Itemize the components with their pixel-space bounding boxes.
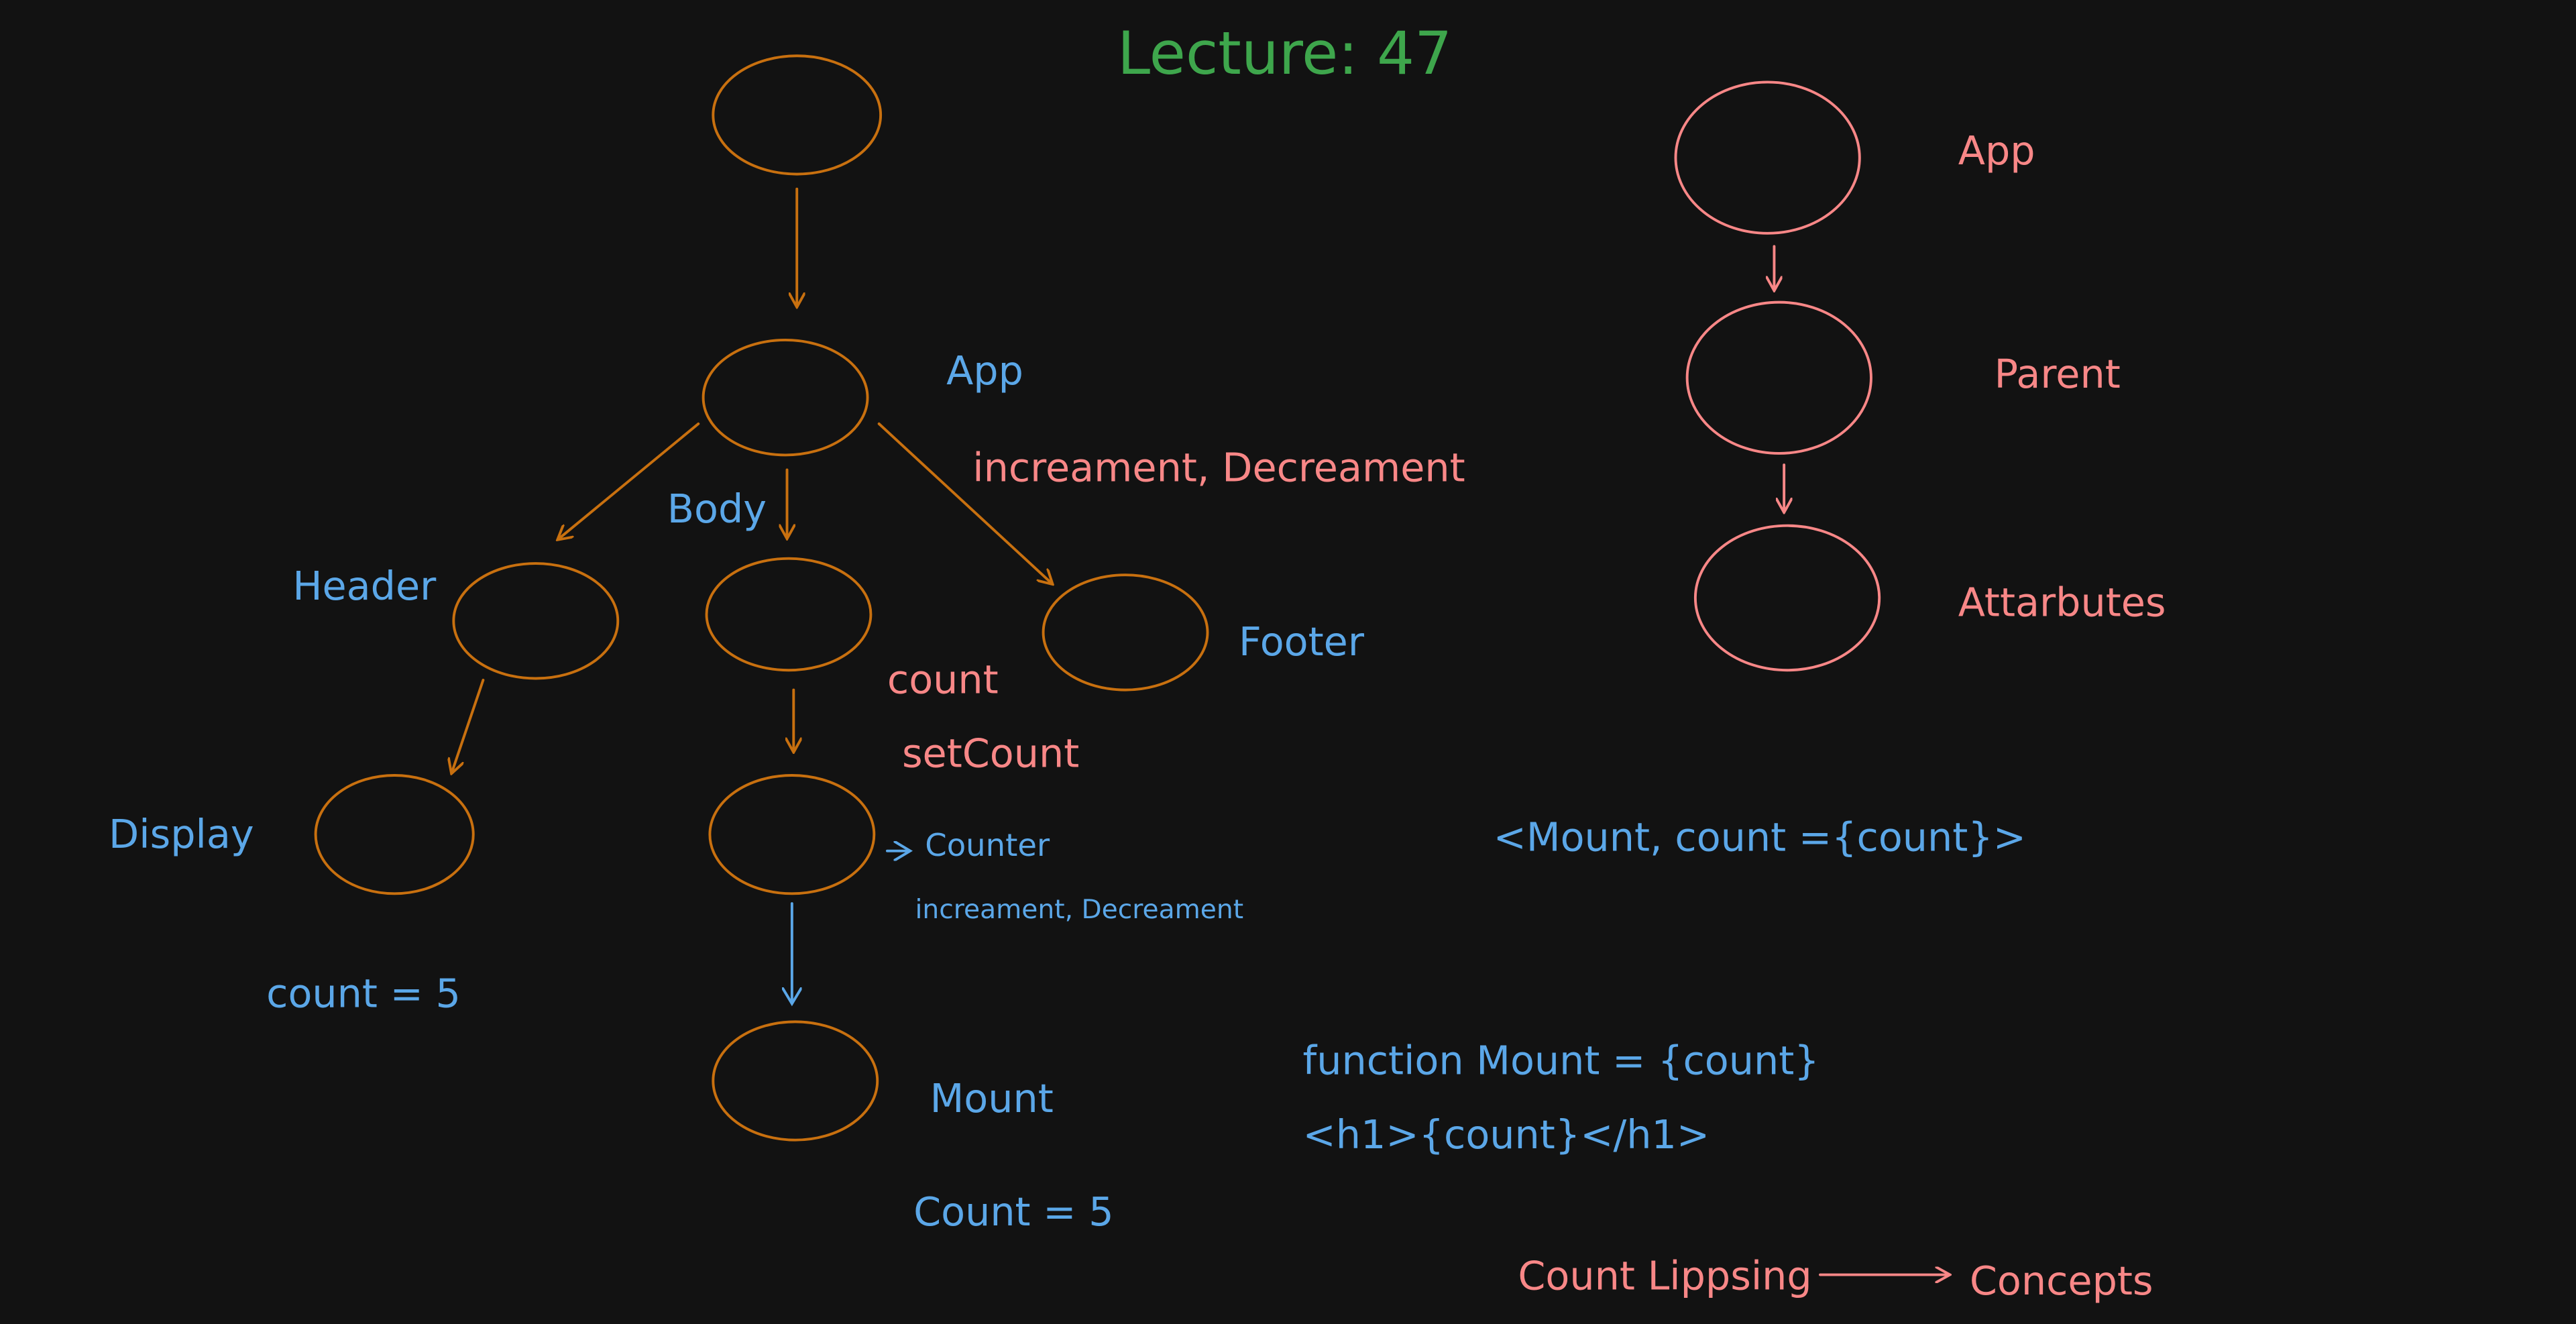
label-app: App xyxy=(946,347,1023,394)
footer-node xyxy=(1042,573,1209,692)
chain-parent-node xyxy=(1685,300,1872,455)
label-mount: Mount xyxy=(930,1075,1054,1121)
label-counter-props: increament, Decreament xyxy=(915,895,1244,925)
chain-label-attributes: Attarbutes xyxy=(1958,579,2166,625)
label-mount-value: Count = 5 xyxy=(913,1189,1114,1235)
chain-label-parent: Parent xyxy=(1995,351,2121,397)
note-concepts: Concepts xyxy=(1970,1258,2153,1304)
app-node xyxy=(702,339,869,457)
root-node xyxy=(712,54,883,176)
chain-app-node xyxy=(1674,80,1861,235)
code-jsx-line: <h1>{count}</h1> xyxy=(1303,1111,1710,1158)
label-count-state: count xyxy=(887,657,999,703)
arrow-header-display xyxy=(452,678,485,772)
chain-attributes-node xyxy=(1693,524,1881,672)
chain-label-app: App xyxy=(1958,127,2035,174)
note-count-lippsing: Count Lippsing xyxy=(1518,1253,1811,1299)
arrow-app-header xyxy=(559,422,700,539)
label-counter: Counter xyxy=(925,827,1050,863)
label-display: Display xyxy=(109,811,254,857)
code-function-line: function Mount = {count} xyxy=(1303,1038,1819,1084)
display-node xyxy=(314,774,475,895)
label-app-props: increament, Decreament xyxy=(972,445,1465,491)
counter-node xyxy=(708,774,876,895)
code-mount-usage: <Mount, count ={count}> xyxy=(1494,814,2026,861)
label-footer: Footer xyxy=(1239,618,1365,665)
body-node xyxy=(705,557,873,672)
arrow-app-footer xyxy=(877,422,1052,584)
label-header: Header xyxy=(292,563,437,609)
label-display-value: count = 5 xyxy=(266,970,461,1016)
mount-node xyxy=(712,1020,879,1142)
header-node xyxy=(452,562,620,680)
label-body: Body xyxy=(667,486,767,532)
lecture-title: Lecture: 47 xyxy=(1117,19,1452,88)
label-setcount-state: setCount xyxy=(902,730,1079,777)
